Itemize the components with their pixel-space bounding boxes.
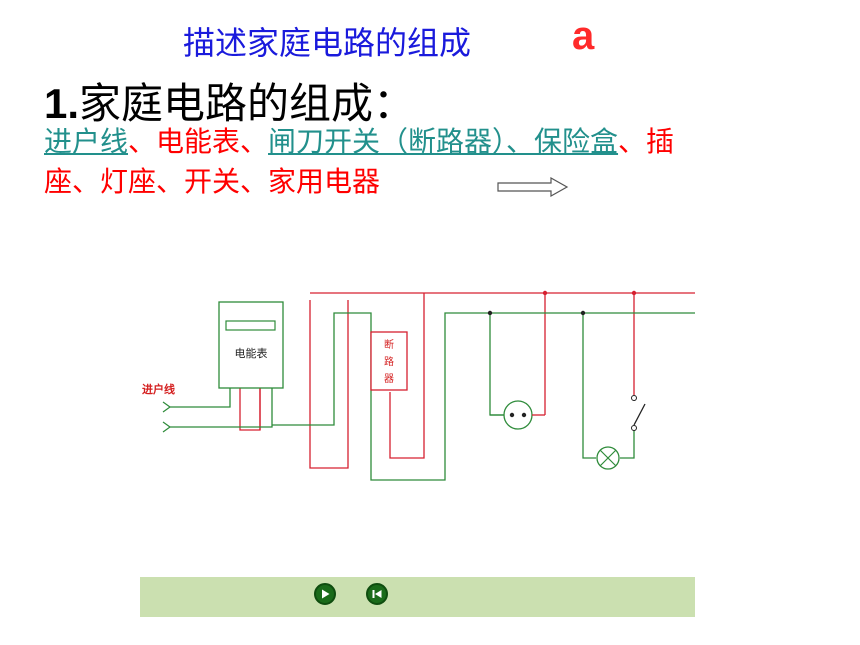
link-switch-fusebox[interactable]: 闸刀开关（断路器）、保险盒 — [268, 125, 619, 158]
incoming-line-label: 进户线 — [142, 382, 175, 396]
junction-dot — [487, 310, 493, 316]
rewind-icon — [372, 590, 382, 598]
input-terminal-1 — [162, 401, 172, 413]
heading-number: 1. — [44, 80, 80, 127]
link-incoming-line[interactable]: 进户线 — [44, 125, 129, 158]
heading-text: 家庭电路的组成： — [79, 79, 416, 128]
play-icon — [322, 589, 330, 599]
breaker-label-1: 断 — [384, 338, 394, 351]
junction-dot — [580, 310, 586, 316]
electricity-meter — [218, 301, 284, 389]
breaker-label-2: 路 — [384, 355, 394, 368]
circuit-breaker — [370, 331, 408, 391]
junction-dot — [542, 290, 548, 296]
page-title: 1.家庭电路的组成： — [44, 70, 415, 131]
play-button[interactable] — [314, 583, 336, 605]
components-line-2: 座、灯座、开关、家用电器 — [44, 165, 381, 198]
junction-dot — [631, 290, 637, 296]
socket-icon — [503, 400, 545, 430]
components-text-1: 、电能表、 — [128, 125, 269, 158]
subtitle: 描述家庭电路的组成 — [183, 24, 472, 62]
switch-icon — [631, 395, 646, 431]
rewind-button[interactable] — [366, 583, 388, 605]
slide-badge: a — [572, 14, 595, 58]
input-terminal-2 — [162, 421, 172, 433]
lamp-icon — [596, 446, 620, 470]
meter-label: 电能表 — [235, 346, 268, 360]
arrow-right-icon[interactable] — [497, 177, 569, 197]
breaker-label-3: 器 — [384, 373, 394, 385]
neutral-wire — [170, 312, 695, 481]
live-wire — [239, 292, 695, 469]
animation-control-bar — [140, 577, 695, 617]
components-text-2: 、插 — [618, 125, 675, 158]
components-line-1: 进户线、电能表、闸刀开关（断路器）、保险盒、插 — [44, 120, 674, 160]
